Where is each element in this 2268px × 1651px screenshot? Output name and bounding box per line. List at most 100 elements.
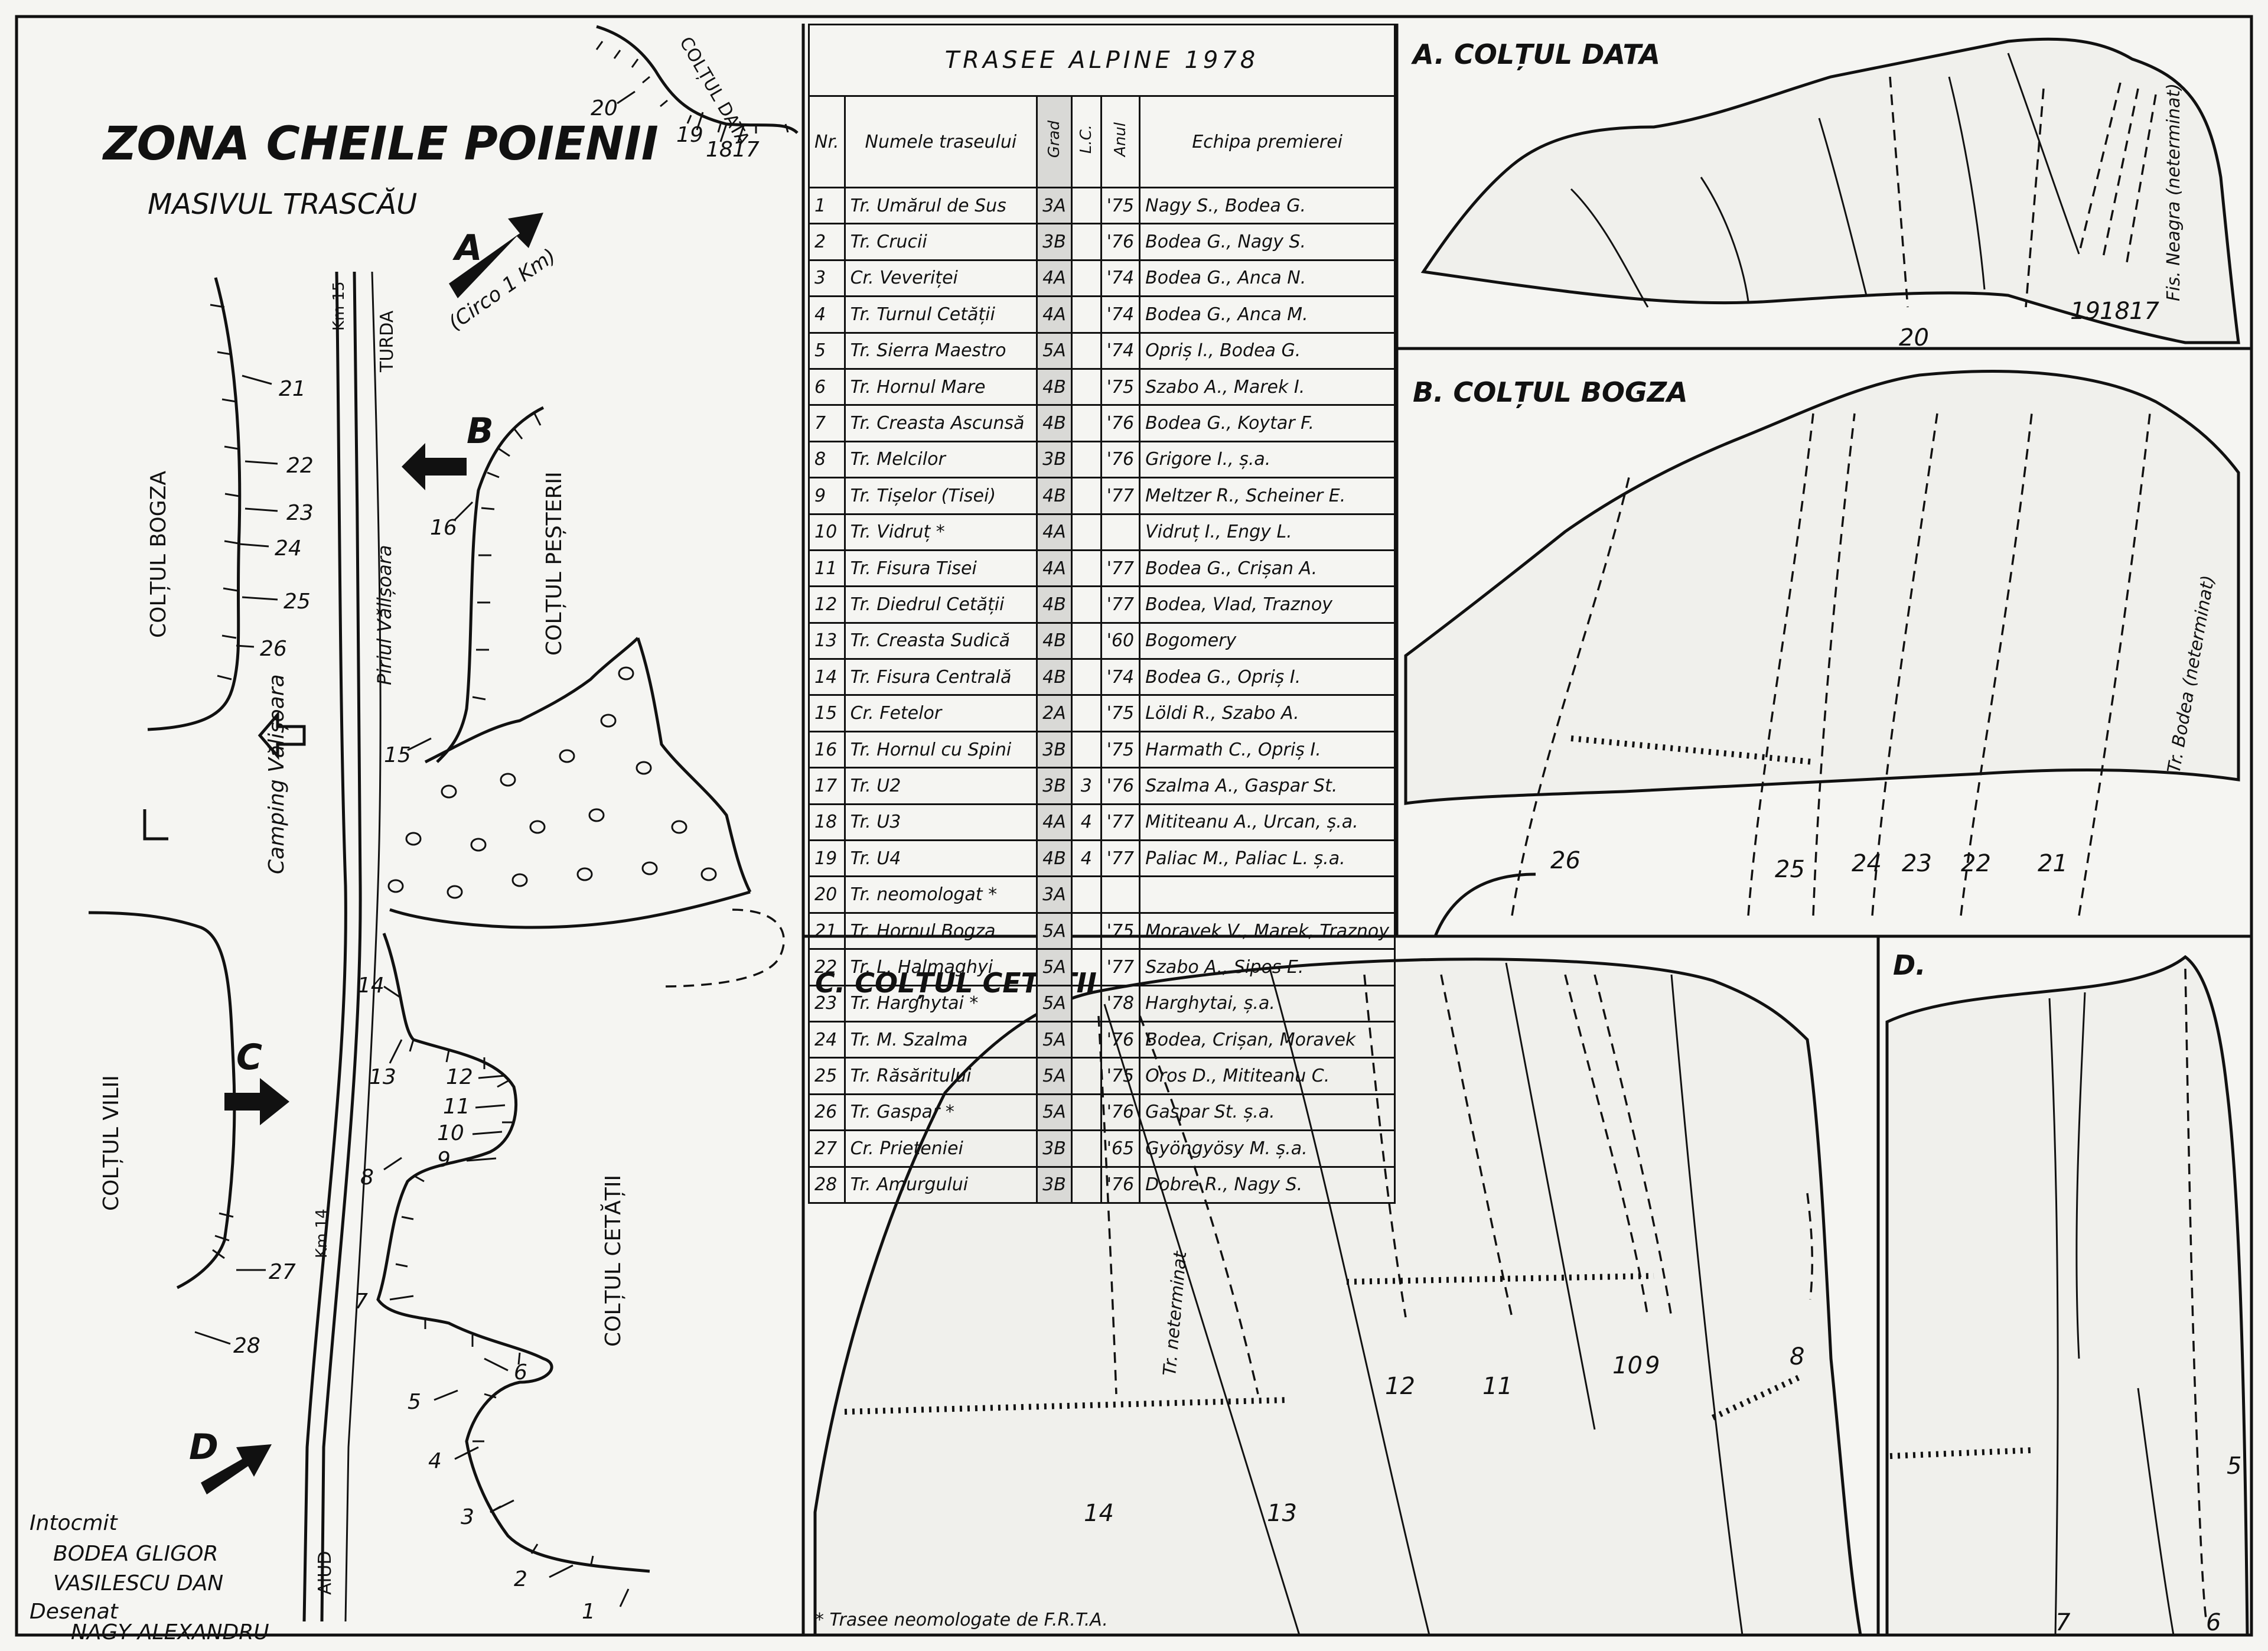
route-team: Mititeanu A., Urcan, ș.a.	[1139, 803, 1396, 842]
route-name: Tr. Hornul cu Spini	[843, 730, 1038, 769]
outline-coltul-bogza	[147, 277, 242, 731]
route-grade: 5A	[1036, 911, 1073, 950]
route-grade: 3B	[1036, 730, 1073, 769]
route-team: Szalma A., Gaspar St.	[1139, 767, 1396, 805]
km15-label: Km 15	[330, 281, 348, 331]
route-nr: 5	[808, 331, 846, 370]
route-nr: 23	[808, 984, 846, 1022]
route-nr: 15	[808, 694, 846, 732]
panel-b-ledge	[1570, 735, 1814, 765]
panel-c-ledges	[844, 1273, 1803, 1421]
route-grade: 3B	[1036, 440, 1073, 479]
panel-b-route-23: 23	[1902, 850, 1932, 877]
map-route-10: 10	[437, 1121, 464, 1145]
panel-b-route-numbers: 26 25 24 23 22 21	[1550, 847, 2068, 883]
route-lc	[1070, 549, 1102, 588]
route-name: Tr. Amurgului	[843, 1165, 1038, 1204]
route-name: Tr. Fisura Centrală	[843, 658, 1038, 696]
route-name: Tr. U4	[843, 839, 1038, 878]
route-year: '74	[1100, 331, 1141, 370]
arrow-d-label: D	[189, 1427, 219, 1468]
route-name: Tr. U2	[843, 767, 1038, 805]
route-grade: 4B	[1036, 404, 1073, 442]
route-team: Gaspar St. ș.a.	[1139, 1093, 1396, 1132]
scree-dots	[387, 666, 717, 899]
route-grade: 4B	[1036, 658, 1073, 696]
map-route-arrows	[194, 90, 745, 1607]
panel-a-route-numbers: 20 19 18 17	[1899, 298, 2159, 351]
outline-scree-top	[424, 637, 639, 764]
route-name: Cr. Fetelor	[843, 694, 1038, 732]
panel-c-route-11: 11	[1482, 1373, 1513, 1400]
map-route-23: 23	[286, 501, 314, 525]
map-route-9: 9	[437, 1148, 451, 1172]
panel-a-rock-face	[1420, 37, 2240, 344]
route-nr: 11	[808, 549, 846, 588]
route-name: Tr. Turnul Cetății	[843, 295, 1038, 334]
route-nr: 18	[808, 803, 846, 842]
route-year: '65	[1100, 1129, 1141, 1168]
hatch-coltul-bogza	[210, 304, 240, 680]
credits-artist: NAGY ALEXANDRU	[71, 1620, 269, 1645]
route-nr: 20	[808, 875, 846, 914]
route-team: Bodea, Vlad, Traznoy	[1139, 585, 1396, 624]
panel-c-route-numbers: 14 13 12 11 10 9 8	[1084, 1343, 1804, 1527]
camping-arrow-icon	[258, 711, 306, 760]
map-route-24: 24	[275, 536, 302, 561]
hatch-coltul-pesterii	[472, 413, 542, 701]
map-route-13: 13	[369, 1065, 396, 1089]
route-team: Harmath C., Opriș I.	[1139, 730, 1396, 769]
route-lc	[1070, 259, 1102, 298]
map-route-19: 19	[676, 123, 703, 147]
header-year: Anul	[1111, 122, 1129, 157]
panel-a-route-20: 20	[1899, 324, 1929, 351]
route-team: Löldi R., Szabo A.	[1139, 694, 1396, 732]
route-year: '76	[1100, 1093, 1141, 1132]
route-nr: 7	[808, 404, 846, 442]
credits-drawn-by: Desenat	[30, 1600, 119, 1624]
route-team: Opriș I., Bodea G.	[1139, 331, 1396, 370]
route-lc	[1070, 911, 1102, 950]
panel-a-route-17: 17	[2129, 298, 2159, 325]
route-nr: 22	[808, 948, 846, 986]
route-grade: 5A	[1036, 1057, 1073, 1095]
map-route-11: 11	[443, 1095, 470, 1119]
route-grade: 4A	[1036, 259, 1073, 298]
route-year: '77	[1100, 839, 1141, 878]
route-team: Bodea G., Crișan A.	[1139, 549, 1396, 588]
route-grade: 3A	[1036, 875, 1073, 914]
route-team: Szabo A., Marek I.	[1139, 367, 1396, 406]
route-grade: 4A	[1036, 803, 1073, 842]
route-name: Tr. Umărul de Sus	[843, 186, 1038, 225]
route-grade: 5A	[1036, 948, 1073, 986]
panel-b-footpath	[1433, 872, 1536, 937]
panel-c-route-12: 12	[1385, 1373, 1415, 1400]
route-grade: 3B	[1036, 1165, 1073, 1204]
panel-a-route-19: 19	[2070, 298, 2100, 325]
route-grade: 3B	[1036, 1129, 1073, 1168]
approach-arrow-a	[449, 213, 543, 298]
route-year: '60	[1100, 621, 1141, 660]
credits-made-by: Intocmit	[30, 1511, 118, 1535]
route-name: Tr. Răsăritului	[843, 1057, 1038, 1095]
route-grade: 4A	[1036, 295, 1073, 334]
map-route-7: 7	[354, 1289, 368, 1314]
route-team	[1139, 875, 1396, 914]
route-name: Tr. Sierra Maestro	[843, 331, 1038, 370]
route-name: Tr. Gaspar *	[843, 1093, 1038, 1132]
map-route-27: 27	[269, 1260, 296, 1284]
route-name: Tr. Creasta Sudică	[843, 621, 1038, 660]
route-name: Tr. Creasta Ascunsă	[843, 404, 1038, 442]
route-team: Paliac M., Paliac L. ș.a.	[1139, 839, 1396, 878]
route-year: '78	[1100, 984, 1141, 1022]
